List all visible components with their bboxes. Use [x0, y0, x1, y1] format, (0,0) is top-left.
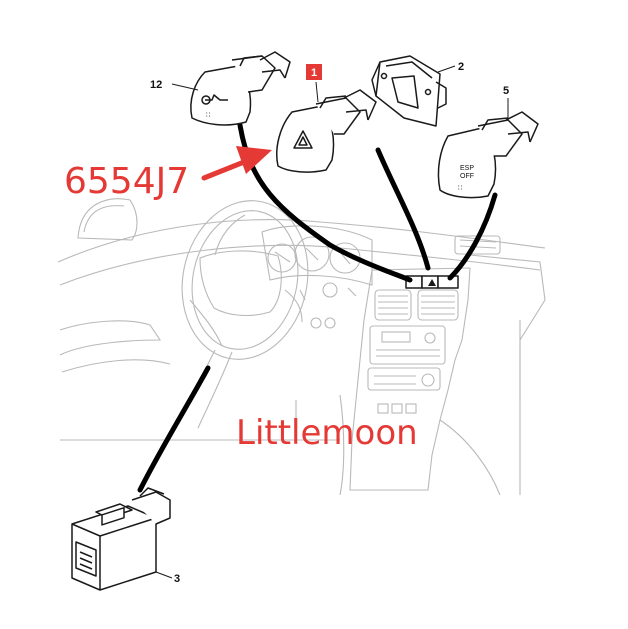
part-code-label: 6554J7: [64, 161, 189, 202]
center-console: [339, 267, 501, 496]
part-1-badge: [306, 64, 322, 80]
part-5-esp-switch: ESP OFF ∷: [437, 111, 539, 199]
svg-text:∷: ∷: [458, 185, 463, 192]
red-pointer-arrow: [201, 146, 272, 181]
climate-panel: [367, 367, 441, 391]
radio-unit: [369, 325, 446, 365]
part-2-frame: [371, 55, 447, 127]
console-vent-right: [417, 289, 459, 321]
watermark-text: Littlemoon: [236, 413, 418, 453]
callout-5: 5: [503, 85, 509, 97]
svg-text:∷: ∷: [206, 112, 211, 119]
console-vent-left: [374, 289, 412, 321]
instrument-cluster: [261, 225, 373, 329]
off-label: OFF: [460, 173, 474, 180]
hazard-triangle-icon: [293, 130, 313, 149]
esp-label: ESP: [460, 165, 474, 172]
callout-3: 3: [174, 573, 180, 585]
callout-12: 12: [150, 79, 162, 91]
part-1-hazard-switch: [276, 89, 377, 173]
part-12-switch: ∷: [190, 51, 291, 126]
part-3-switch: [71, 487, 171, 591]
side-mirror: [77, 198, 138, 241]
callout-2: 2: [458, 61, 464, 73]
callout-1: 1: [311, 67, 317, 79]
